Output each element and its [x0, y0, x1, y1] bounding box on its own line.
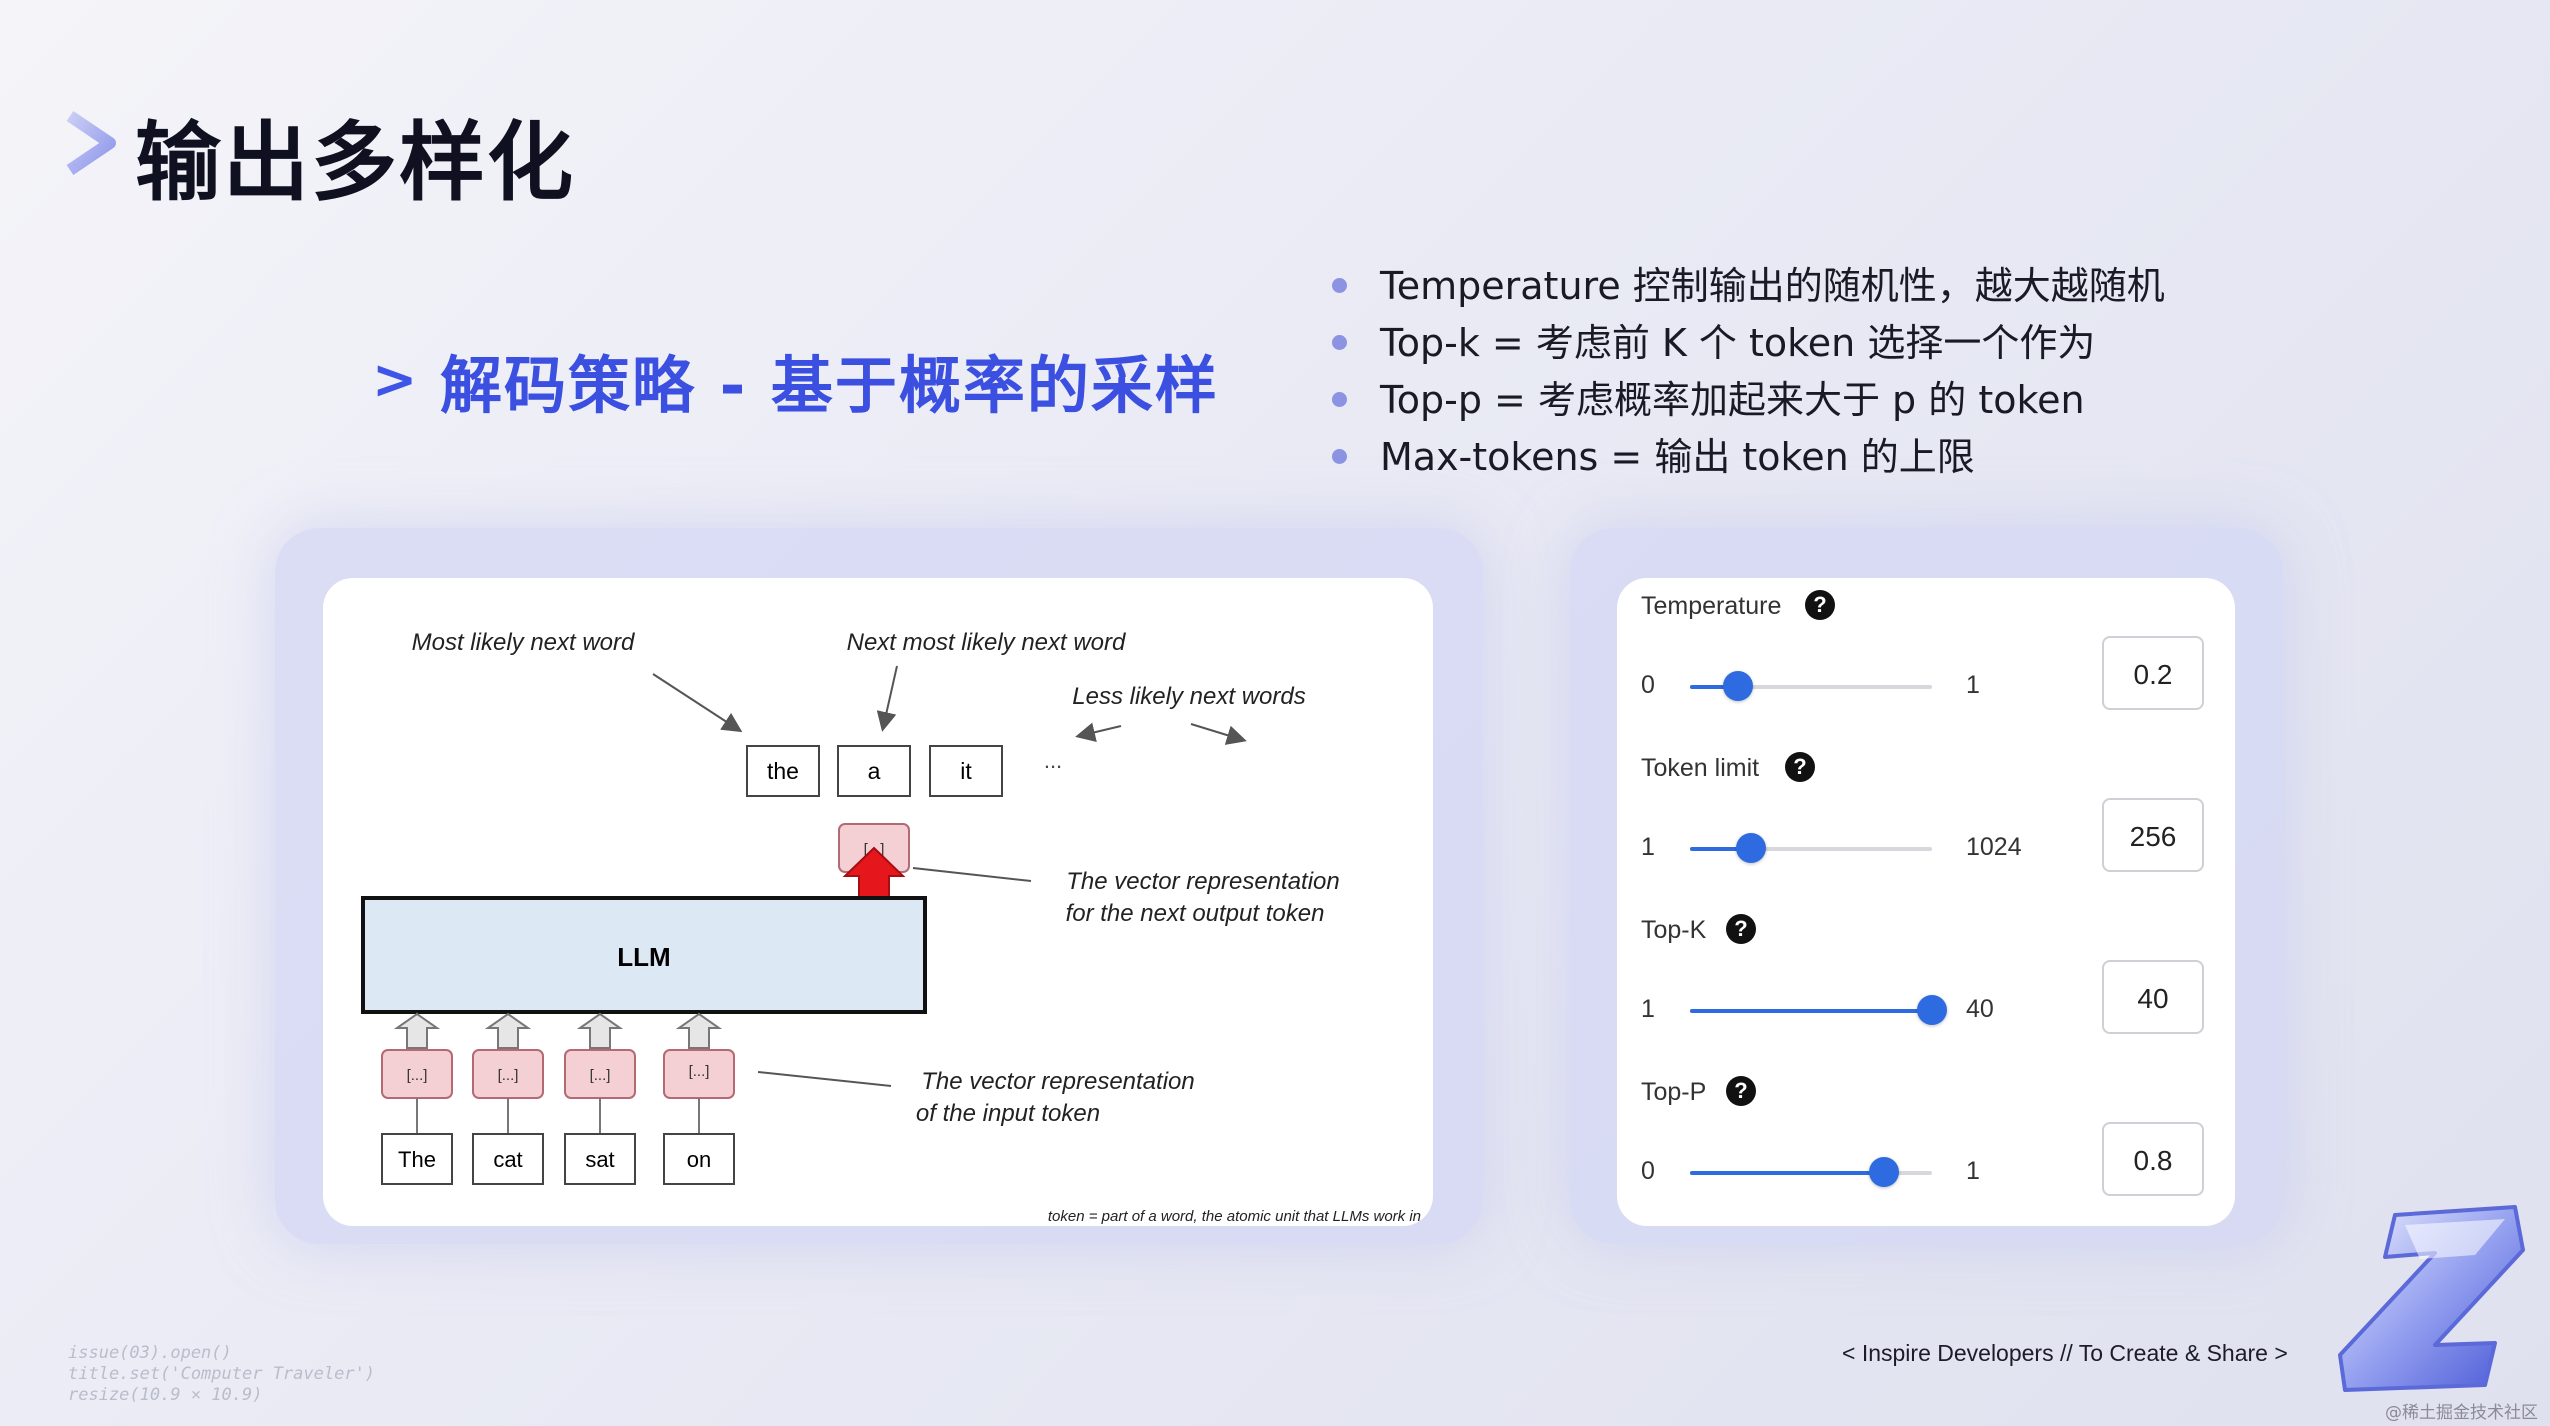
page-title: 输出多样化 [135, 113, 575, 213]
bullet-item: Top-p = 考虑概率加起来大于 p 的 token [1330, 372, 2430, 429]
svg-text:the: the [767, 758, 799, 784]
token-limit-slider-thumb[interactable] [1735, 833, 1766, 863]
bullet-item: Temperature 控制输出的随机性，越大越随机 [1330, 258, 2430, 315]
top-p-value-input[interactable]: 0.8 [2102, 1122, 2204, 1196]
bullet-item: Top-k = 考虑前 K 个 token 选择一个作为 [1330, 315, 2430, 372]
top-k-help-icon[interactable]: ? [1726, 914, 1756, 944]
label-less-likely: Less likely next words [1072, 683, 1305, 710]
top-k-slider-thumb[interactable] [1917, 995, 1947, 1025]
label-input-vector-2: of the input token [916, 1100, 1100, 1127]
title-chevron-icon [66, 111, 116, 175]
sampling-controls-card: Temperature ? 0 1 0.2 Token limit ? 1 10… [1617, 578, 2235, 1226]
top-k-label: Top-K [1641, 916, 1707, 944]
diagram-footnote: token = part of a word, the atomic unit … [1048, 1208, 1421, 1225]
bullet-dot-icon [1332, 278, 1347, 293]
token-limit-value-input[interactable]: 256 [2102, 798, 2204, 872]
ellipsis: ... [1044, 748, 1062, 773]
temperature-label: Temperature [1641, 592, 1782, 620]
watermark: @稀土掘金技术社区 [2385, 1403, 2538, 1423]
bullet-dot-icon [1332, 449, 1347, 464]
input-vector: [...] [663, 1049, 735, 1099]
svg-text:LLM: LLM [617, 942, 670, 972]
input-connectors [416, 1098, 700, 1134]
temperature-value-input[interactable]: 0.2 [2102, 636, 2204, 710]
svg-text:it: it [960, 758, 972, 784]
top-k-value-input[interactable]: 40 [2102, 960, 2204, 1034]
bullet-item: Max-tokens = 输出 token 的上限 [1330, 429, 2430, 486]
top-p-min: 0 [1641, 1157, 1655, 1185]
token-limit-slider-fill [1690, 847, 1751, 851]
top-p-max: 1 [1966, 1157, 1980, 1185]
input-vector-pointer [757, 1071, 892, 1087]
label-next-most-likely: Next most likely next word [847, 629, 1126, 656]
label-output-vector-1: The vector representation [1066, 868, 1339, 895]
label-input-vector-1: The vector representation [921, 1068, 1194, 1095]
top-k-max: 40 [1966, 995, 1994, 1023]
arrow-less-likely-right [1190, 723, 1247, 745]
label-most-likely: Most likely next word [412, 629, 635, 656]
svg-text:The: The [398, 1147, 436, 1172]
output-vector-pointer [912, 867, 1032, 882]
svg-text:[...]: [...] [590, 1067, 611, 1084]
arrow-most-likely [652, 673, 743, 733]
input-arrow-icon [675, 1012, 723, 1049]
llm-diagram-card: Most likely next word Next most likely n… [323, 578, 1433, 1226]
temperature-slider[interactable] [1690, 671, 1932, 701]
top-k-slider[interactable] [1690, 995, 1947, 1025]
arrow-less-likely-left [1075, 722, 1122, 743]
svg-text:[...]: [...] [689, 1063, 710, 1080]
top-k-min: 1 [1641, 995, 1655, 1023]
token-limit-min: 1 [1641, 833, 1655, 861]
top-k-slider-fill [1690, 1009, 1932, 1013]
token-limit-max: 1024 [1966, 833, 2022, 861]
bullet-dot-icon [1332, 335, 1347, 350]
top-p-slider[interactable] [1690, 1157, 1932, 1187]
subtitle-chevron: > [372, 348, 418, 411]
temperature-max: 1 [1966, 671, 1980, 699]
svg-text:a: a [868, 758, 881, 784]
temperature-help-icon[interactable]: ? [1805, 590, 1835, 620]
llm-diagram: Most likely next word Next most likely n… [361, 629, 1421, 1225]
input-token: on [663, 1133, 735, 1185]
temperature-slider-thumb[interactable] [1723, 671, 1754, 701]
code-snippet: issue(03).open() title.set('Computer Tra… [68, 1343, 376, 1405]
input-token: The [381, 1133, 453, 1185]
brand-logo-icon [2338, 1205, 2525, 1392]
temperature-min: 0 [1641, 671, 1655, 699]
bullet-list: Temperature 控制输出的随机性，越大越随机 Top-k = 考虑前 K… [1330, 258, 2430, 486]
svg-text:[...]: [...] [498, 1067, 519, 1084]
input-arrow-icon [576, 1012, 624, 1049]
bullet-dot-icon [1332, 392, 1347, 407]
svg-text:cat: cat [493, 1147, 522, 1172]
arrow-next-most-likely [876, 665, 898, 732]
token-limit-help-icon[interactable]: ? [1785, 752, 1815, 782]
temperature-slider-fill [1690, 685, 1739, 689]
subtitle: 解码策略 - 基于概率的采样 [440, 349, 1219, 422]
svg-text:sat: sat [585, 1147, 614, 1172]
input-arrows [393, 1012, 723, 1049]
svg-text:on: on [687, 1147, 711, 1172]
input-arrow-icon [393, 1012, 441, 1049]
label-output-vector-2: for the next output token [1066, 900, 1325, 927]
top-p-label: Top-P [1641, 1078, 1707, 1106]
top-p-slider-thumb[interactable] [1868, 1157, 1899, 1187]
output-token: it [929, 745, 1003, 797]
footer-tagline: < Inspire Developers // To Create & Shar… [1842, 1340, 2288, 1366]
input-token: cat [472, 1133, 544, 1185]
token-limit-label: Token limit [1641, 754, 1760, 782]
input-token: sat [564, 1133, 636, 1185]
output-token: the [746, 745, 820, 797]
output-token: a [837, 745, 911, 797]
top-p-help-icon[interactable]: ? [1726, 1076, 1756, 1106]
llm-block: LLM [361, 896, 927, 1014]
svg-text:[...]: [...] [407, 1067, 428, 1084]
input-vector: [...] [381, 1049, 453, 1099]
token-limit-slider[interactable] [1690, 833, 1932, 863]
input-arrow-icon [484, 1012, 532, 1049]
input-vector: [...] [564, 1049, 636, 1099]
top-p-slider-fill [1690, 1171, 1884, 1175]
input-vector: [...] [472, 1049, 544, 1099]
